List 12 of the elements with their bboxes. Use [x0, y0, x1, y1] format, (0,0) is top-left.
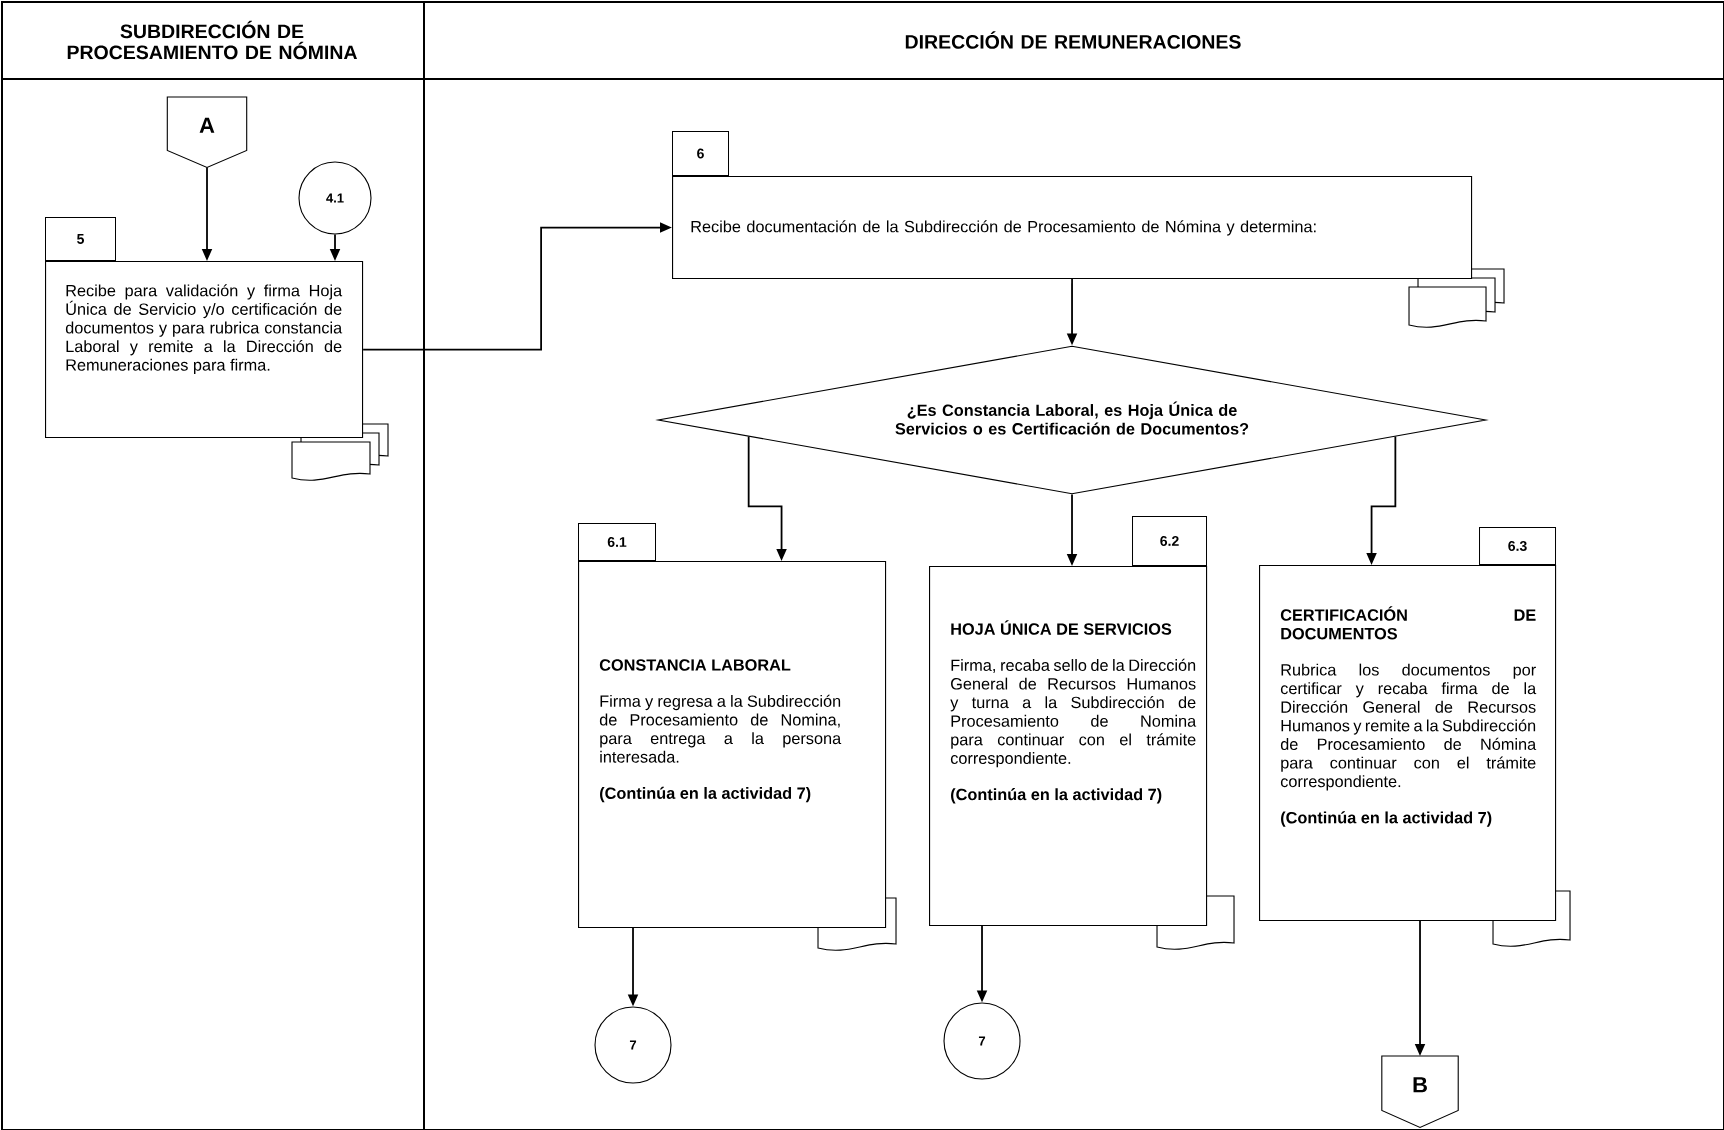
activity-box: 6 Recibe documentación de la Subdirección de Procesamiento de Nómina y determina: [672, 131, 1473, 280]
off-page-connector: A [166, 96, 248, 168]
off-page-connector: B [1381, 1055, 1459, 1128]
node-label: 5 [77, 234, 85, 244]
node-label: 6.2 [1160, 536, 1179, 546]
activity-box: 5 Recibe para validación y firma Hoja Única de Servicio y/o certificación de documentos y para rubrica constancia Laboral y remite a la Dirección de Remuneraciones para firma. [45, 217, 364, 439]
activity-box: 6.2 HOJA ÚNICA DE SERVICIOS Firma, recaba sello de la Dirección General de Recursos Humanos y turna a la Subdirección de Procesamiento de Nomina para continuar con el trámite correspondiente. (Continúa en la actividad 7) [929, 516, 1208, 927]
activity-box: 6.3 CERTIFICACIÓN DE DOCUMENTOS Rubrica los documentos por certificar y recaba firma de la Dirección General de Recursos Humanos y remite a la Subdirección de Procesamiento de Nómina para continuar con el trámite correspondiente. (Continúa en la actividad 7) [1259, 527, 1557, 922]
activity-box: 6.1 CONSTANCIA LABORAL Firma y regresa a la Subdirección de Procesamiento de Nomina, para entrega a la persona interesada. (Continúa en la actividad 7) [578, 523, 887, 929]
node-label: 6.3 [1508, 541, 1527, 551]
node-label: 6.1 [607, 537, 627, 547]
node-label: 6 [697, 148, 704, 159]
